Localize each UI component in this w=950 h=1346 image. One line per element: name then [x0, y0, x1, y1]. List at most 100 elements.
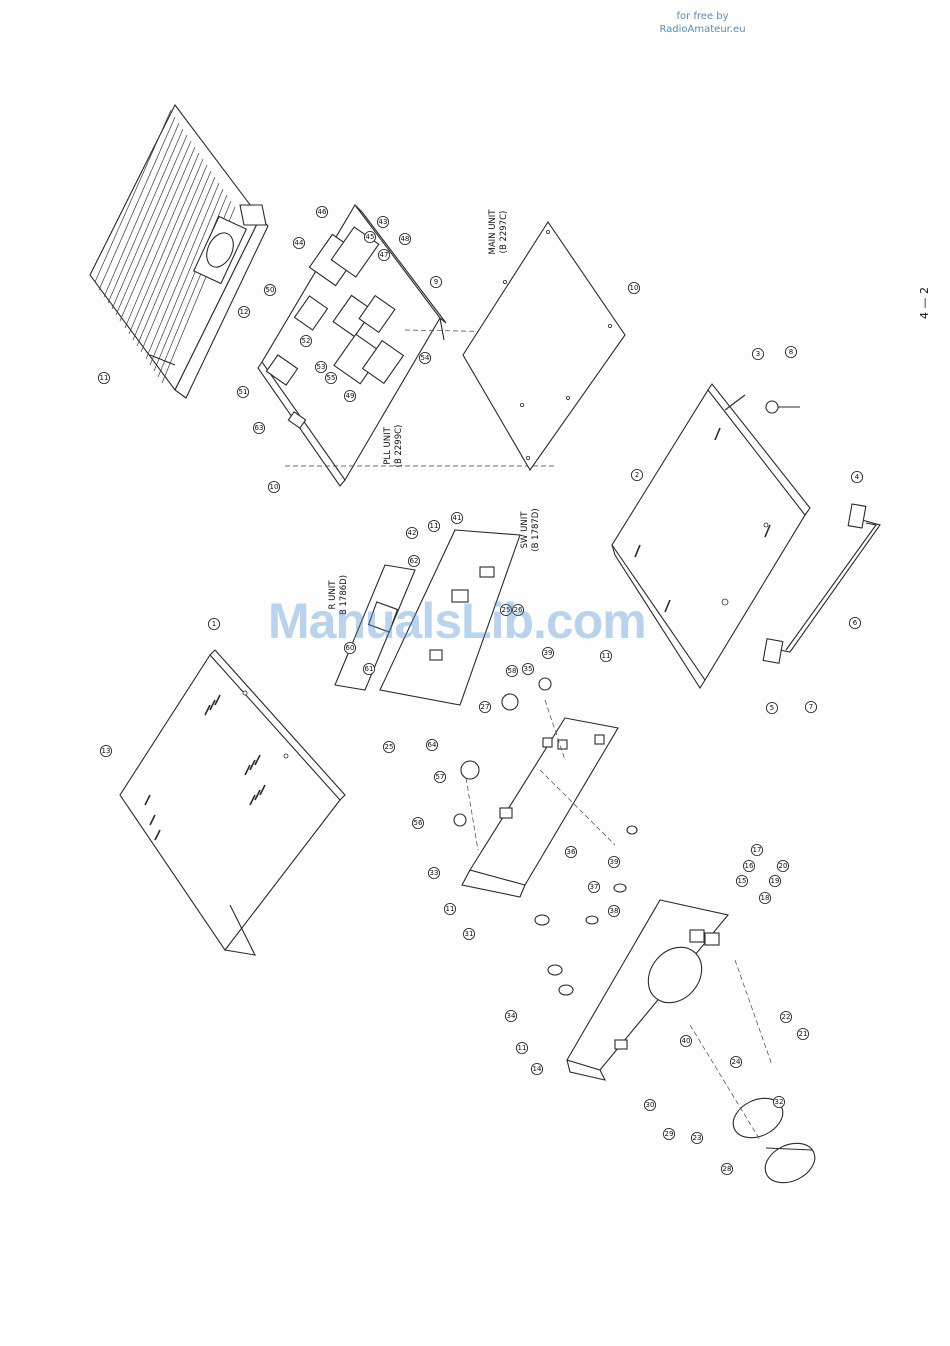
callout-39-lower: 39: [607, 855, 621, 869]
svg-text:48: 48: [401, 235, 410, 243]
svg-text:5: 5: [770, 704, 774, 712]
svg-text:11: 11: [602, 652, 611, 660]
label-sw-unit: SW UNIT (B 1787D): [520, 508, 541, 551]
svg-text:38: 38: [610, 907, 619, 915]
svg-text:11: 11: [446, 905, 455, 913]
sw-unit-name: SW UNIT: [520, 511, 530, 549]
svg-text:49: 49: [346, 392, 355, 400]
callout-7: 7: [804, 700, 818, 714]
svg-text:62: 62: [410, 557, 419, 565]
callout-1: 1: [207, 617, 221, 631]
label-r-unit: R UNIT B 1786D): [328, 575, 349, 615]
svg-text:3: 3: [756, 350, 760, 358]
svg-text:12: 12: [240, 308, 249, 316]
callout-26: 26: [511, 603, 525, 617]
tuning-knob: [732, 1097, 816, 1184]
washers: [534, 825, 638, 996]
svg-text:60: 60: [346, 644, 355, 652]
svg-text:18: 18: [761, 894, 770, 902]
callout-60: 60: [343, 641, 357, 655]
svg-text:51: 51: [239, 388, 248, 396]
svg-text:29: 29: [665, 1130, 674, 1138]
callout-58: 58: [505, 664, 519, 678]
svg-text:46: 46: [318, 208, 327, 216]
callout-12: 12: [237, 305, 251, 319]
svg-text:64: 64: [428, 741, 437, 749]
svg-text:40: 40: [682, 1037, 691, 1045]
svg-text:63: 63: [255, 424, 264, 432]
callout-4: 4: [850, 470, 864, 484]
label-main-unit: MAIN UNIT (B 2297C): [488, 209, 509, 255]
svg-text:50: 50: [266, 286, 275, 294]
bottom-cover: [611, 383, 811, 690]
callout-50: 50: [263, 283, 277, 297]
callout-38: 38: [607, 904, 621, 918]
page-number: 4 — 2: [918, 287, 931, 319]
svg-text:56: 56: [414, 819, 423, 827]
callout-15: 15: [735, 874, 749, 888]
svg-text:55: 55: [327, 374, 336, 382]
callout-30: 30: [643, 1098, 657, 1112]
callout-19: 19: [768, 874, 782, 888]
svg-text:30: 30: [646, 1101, 655, 1109]
callout-8: 8: [784, 345, 798, 359]
callout-36: 36: [564, 845, 578, 859]
sw-unit-code: (B 1787D): [531, 508, 541, 551]
svg-text:16: 16: [745, 862, 754, 870]
front-subchassis: [453, 677, 619, 898]
callout-29: 29: [662, 1127, 676, 1141]
svg-text:25: 25: [502, 606, 511, 614]
callout-41: 41: [450, 511, 464, 525]
callout-37: 37: [587, 880, 601, 894]
svg-text:1: 1: [212, 620, 216, 628]
svg-text:32: 32: [775, 1098, 784, 1106]
credit-line-2[interactable]: RadioAmateur.eu: [659, 24, 746, 35]
callout-5: 5: [765, 701, 779, 715]
svg-text:52: 52: [302, 337, 311, 345]
heatsink-assembly: [89, 103, 269, 399]
callout-62: 62: [407, 554, 421, 568]
callout-53: 53: [314, 360, 328, 374]
svg-text:47: 47: [380, 251, 389, 259]
svg-text:37: 37: [590, 883, 599, 891]
svg-text:10: 10: [630, 284, 639, 292]
svg-text:14: 14: [533, 1065, 542, 1073]
credit-line-1: for free by: [676, 11, 729, 22]
callout-63: 63: [252, 421, 266, 435]
callout-48: 48: [398, 232, 412, 246]
callout-28: 28: [720, 1162, 734, 1176]
svg-text:10: 10: [270, 483, 279, 491]
svg-text:8: 8: [789, 348, 793, 356]
pll-unit-name: PLL UNIT: [383, 426, 393, 464]
svg-text:17: 17: [753, 846, 762, 854]
callout-2: 2: [630, 468, 644, 482]
svg-text:11: 11: [100, 374, 109, 382]
mounting-bracket: [762, 400, 881, 664]
callout-10-top: 10: [627, 281, 641, 295]
svg-text:11: 11: [518, 1044, 527, 1052]
svg-text:57: 57: [436, 773, 445, 781]
callout-33: 33: [427, 866, 441, 880]
callout-6: 6: [848, 616, 862, 630]
svg-text:61: 61: [365, 665, 374, 673]
svg-text:42: 42: [408, 529, 417, 537]
sw-unit-board: [379, 529, 521, 706]
svg-text:20: 20: [779, 862, 788, 870]
callout-44: 44: [292, 236, 306, 250]
svg-text:7: 7: [809, 703, 813, 711]
callout-20: 20: [776, 859, 790, 873]
callout-3: 3: [751, 347, 765, 361]
callout-46: 46: [315, 205, 329, 219]
callout-23: 23: [690, 1131, 704, 1145]
callout-34: 34: [504, 1009, 518, 1023]
svg-text:53: 53: [317, 363, 326, 371]
callout-27: 27: [478, 700, 492, 714]
svg-text:28: 28: [723, 1165, 732, 1173]
r-unit-name: R UNIT: [328, 580, 338, 610]
callout-57: 57: [433, 770, 447, 784]
callout-54: 54: [418, 351, 432, 365]
front-panel: [566, 899, 729, 1081]
svg-text:25: 25: [385, 743, 394, 751]
